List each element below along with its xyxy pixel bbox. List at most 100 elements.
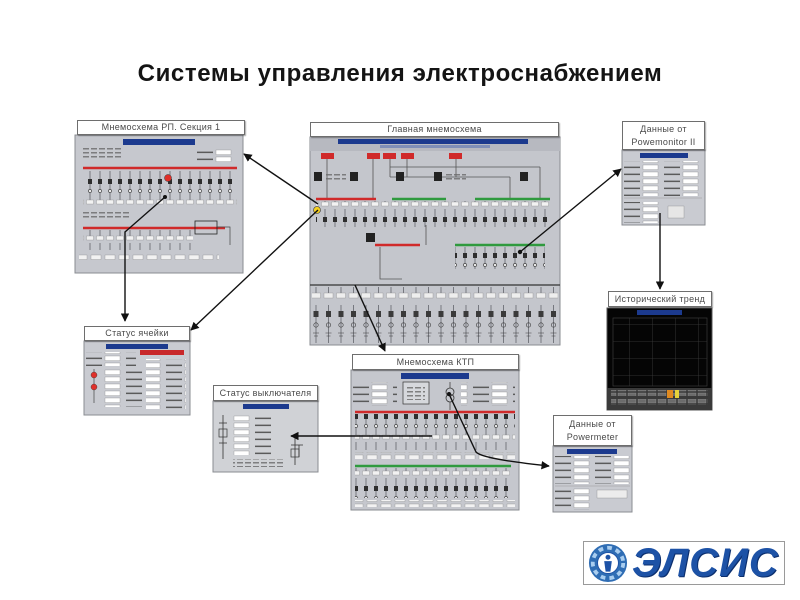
label-powermeter: Данные от Powermeter [553,415,632,446]
legend-orange [667,390,673,398]
alarm-indicator [164,174,172,182]
value-fields [353,382,397,406]
meter-box [520,172,528,181]
elsis-logo: ЭЛСИС [583,541,785,585]
value-cells [355,500,515,507]
meter-box [314,172,322,181]
value-fields [555,488,595,510]
value-fields [555,456,631,484]
arrow-main-to-cell-status [190,209,319,331]
meter-box [350,172,358,181]
arrow-ktp-to-powermeter [448,393,550,470]
arrow-main-to-powermonitor [519,168,622,253]
screen-header-bar [567,449,617,454]
value-fields [86,352,136,366]
emblem-figure-body [604,561,612,572]
value-fields [233,415,273,455]
screen-header-bar [401,373,469,379]
value-box [667,205,685,219]
ktp-scheme-screenshot [350,369,520,511]
arrow-main-to-rp-section [243,153,319,205]
input-red-box [401,153,414,159]
meter-labels [324,173,346,181]
label-ktp-scheme: Мнемосхема КТП [352,354,519,370]
input-red-box [367,153,380,159]
status-red-label [140,350,184,355]
feeder-cells [83,170,237,206]
alarm-indicator [90,383,98,391]
arrow-origin-dot [163,195,167,199]
label-text: Статус ячейки [105,328,169,338]
info-text-block [81,210,131,218]
value-fields [624,161,704,196]
value-fields [193,148,237,162]
powermonitor-screenshot [621,149,706,226]
input-red-box [321,153,334,159]
value-cells [355,452,515,459]
label-text: Исторический тренд [614,293,706,304]
label-text-line-2: Powemonitor II [631,136,696,147]
breaker-symbol [290,448,300,458]
trend-grid [612,317,708,387]
input-red-box [383,153,396,159]
meter-box [434,172,442,181]
selected-cell-frame [194,220,218,235]
feeder-cells [316,201,550,227]
label-text: Мнемосхема КТП [396,356,475,367]
label-main-scheme: Главная мнемосхема [310,122,559,137]
label-rp-section: Мнемосхема РП. Секция 1 [77,120,245,135]
cell-columns [312,287,558,343]
screen-subheader-bar [380,145,490,148]
value-fields [102,369,142,407]
label-breaker-status: Статус выключателя [213,385,318,401]
value-box [596,489,628,499]
label-text-line-1: Данные от [569,418,616,429]
feeder-cells [355,414,515,450]
info-text-block [81,148,121,160]
trend-screenshot [606,307,713,411]
connector-line [217,226,231,245]
emblem-petals [590,545,626,581]
label-text: Главная мнемосхема [387,124,482,134]
screen-header-bar [637,310,682,315]
feeder-cells [355,468,511,498]
cell-status-screenshot [83,340,191,416]
arrow-origin-dots [163,195,523,396]
screen-header-bar [338,139,528,144]
powermeter-screenshot [552,445,633,513]
label-cell-status: Статус ячейки [84,326,190,341]
meter-labels [444,173,466,181]
label-trend: Исторический тренд [608,291,712,307]
screen-header-bar [106,344,168,349]
value-fields [624,202,664,223]
label-powermonitor: Данные от Powemonitor II [622,121,705,150]
feeder-cells [455,247,545,269]
label-text: Мнемосхема РП. Секция 1 [101,122,221,132]
feeder-cells [83,230,193,250]
arrow-rp-section-to-cell-status [120,196,166,322]
breaker-status-screenshot [212,400,319,473]
info-text-block [233,459,283,467]
arrow-origin-dot [517,249,523,255]
alarm-indicator [90,371,98,379]
slide-title: Системы управления электроснабжением [137,60,663,87]
screen-header-bar [243,404,289,409]
arrow-main-to-ktp [354,284,386,352]
legend-yellow [675,390,679,398]
label-text: Статус выключателя [219,387,312,398]
main-scheme-screenshot [309,136,561,346]
label-text-line-1: Данные от [640,123,687,134]
screen-header-bar [123,139,195,145]
value-fields [461,382,515,406]
logo-text: ЭЛСИС [632,541,779,585]
elsis-emblem-icon [588,543,628,583]
emblem-figure-head [605,554,611,560]
input-red-box [449,153,462,159]
info-text-block [407,386,425,400]
bottom-value-cells [79,254,219,261]
meter-box [366,233,375,242]
breaker-symbol [218,428,228,438]
trend-legend-cells [611,399,708,405]
